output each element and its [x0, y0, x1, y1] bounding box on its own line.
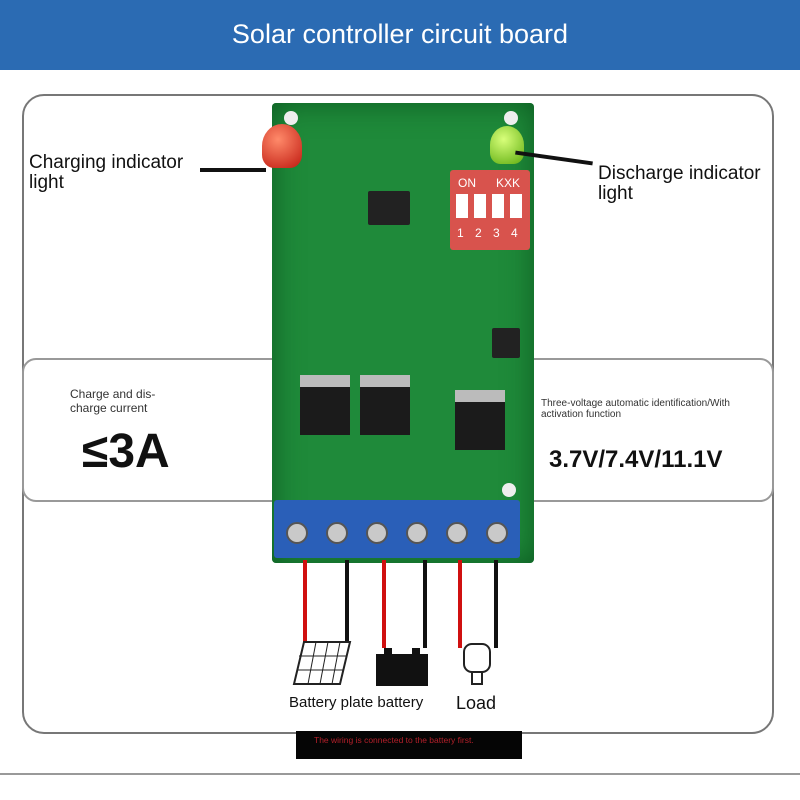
divider [0, 773, 800, 775]
dip-switch-1[interactable] [456, 194, 468, 218]
terminal-screw[interactable] [286, 522, 308, 544]
mount-hole [284, 111, 298, 125]
wire-red [303, 560, 307, 648]
mount-hole [504, 111, 518, 125]
terminal-screw[interactable] [366, 522, 388, 544]
mosfet [455, 390, 505, 450]
mount-hole [502, 483, 516, 497]
dip-switch-2[interactable] [474, 194, 486, 218]
discharge-indicator-label: Discharge indicator light [598, 163, 761, 204]
wire-black [423, 560, 427, 648]
wire-red [458, 560, 462, 648]
callout-line [200, 168, 266, 172]
wire-red [382, 560, 386, 648]
regulator [492, 328, 520, 358]
wiring-note: The wiring is connected to the battery f… [296, 731, 522, 759]
lamp-icon [463, 643, 491, 685]
voltage-caption: Three-voltage automatic identification/W… [541, 398, 730, 420]
current-value: ≤3A [82, 425, 170, 478]
mosfet [300, 375, 350, 435]
dip-switch-3[interactable] [492, 194, 504, 218]
panel-battery-label: Battery plate battery [289, 694, 424, 711]
dip-pos-label: 3 [493, 226, 500, 240]
dip-switch[interactable]: ON KXK 1 2 3 4 [450, 170, 530, 250]
voltage-value: 3.7V/7.4V/11.1V [549, 446, 723, 473]
charging-indicator-label: Charging indicator light [29, 152, 184, 193]
wire-black [345, 560, 349, 648]
terminal-screw[interactable] [326, 522, 348, 544]
dip-pos-label: 4 [511, 226, 518, 240]
wire-black [494, 560, 498, 648]
dip-pos-label: 1 [457, 226, 464, 240]
dip-on-label: ON [458, 176, 476, 190]
terminal-screw[interactable] [446, 522, 468, 544]
terminal-screw[interactable] [486, 522, 508, 544]
mosfet [360, 375, 410, 435]
wiring-note-text: The wiring is connected to the battery f… [314, 735, 474, 745]
current-caption: Charge and dis-charge current [70, 387, 156, 415]
discharge-led [490, 126, 524, 164]
solar-panel-icon [292, 641, 352, 685]
screw-terminal [274, 500, 520, 558]
terminal-screw[interactable] [406, 522, 428, 544]
charging-led [262, 124, 302, 168]
dip-brand-label: KXK [496, 176, 521, 190]
dip-switch-4[interactable] [510, 194, 522, 218]
ic-chip [368, 191, 410, 225]
load-label: Load [456, 693, 497, 713]
page-title: Solar controller circuit board [0, 0, 800, 70]
battery-icon [376, 648, 428, 686]
dip-pos-label: 2 [475, 226, 482, 240]
